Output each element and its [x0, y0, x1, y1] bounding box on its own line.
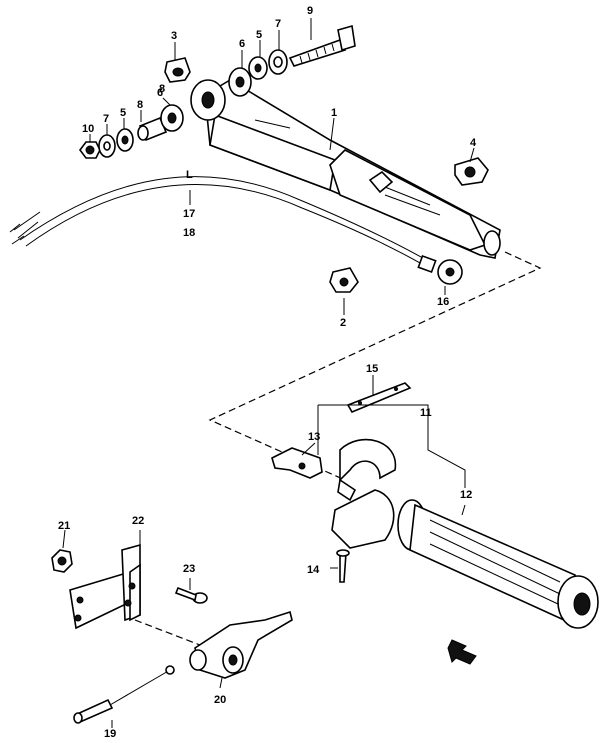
cable-length-mark: L	[186, 169, 193, 181]
callout-12: 12	[460, 489, 472, 501]
callout-14: 14	[307, 564, 320, 576]
callout-8-left: 8	[137, 99, 143, 111]
callout-8-upper: 8	[159, 83, 165, 95]
part-15-plate	[346, 382, 412, 414]
callout-9: 9	[307, 5, 313, 17]
callout-7-left: 7	[103, 113, 109, 125]
part-20-stop-lever	[189, 610, 293, 679]
part-11-12-throttle-grip	[331, 438, 599, 629]
callout-5-upper: 5	[256, 29, 262, 41]
part-7-upper-washer	[268, 49, 288, 75]
part-9-bolt	[288, 24, 356, 67]
part-13-friction-piece	[271, 447, 323, 479]
callout-17: 17	[183, 208, 195, 220]
part-1-tiller-handle	[190, 79, 501, 259]
callout-7-upper: 7	[275, 18, 281, 30]
part-7-left-washer	[98, 134, 116, 158]
part-21-nut	[51, 549, 73, 573]
part-14-screw	[336, 549, 350, 583]
callout-3: 3	[171, 30, 177, 42]
callout-15: 15	[366, 363, 378, 375]
callout-5-left: 5	[120, 107, 126, 119]
part-5-upper-washer	[248, 56, 268, 80]
callout-4: 4	[470, 137, 477, 149]
part-5-left-washer	[116, 128, 134, 152]
callout-6-left: 6	[157, 87, 163, 99]
callout-13: 13	[308, 431, 320, 443]
callout-6-upper: 6	[239, 38, 245, 50]
assembly-boundary-dashed	[208, 251, 542, 481]
callout-11: 11	[420, 407, 432, 419]
callout-20: 20	[214, 694, 226, 706]
part-10-nut	[79, 141, 101, 159]
part-22-bracket	[69, 543, 141, 630]
callout-23: 23	[183, 563, 195, 575]
part-8-collar	[137, 116, 168, 142]
part-16-grommet	[437, 259, 463, 285]
callout-18: 18	[183, 227, 195, 239]
callout-22: 22	[132, 515, 144, 527]
part-2-cable-clip	[329, 267, 359, 293]
part-3-cap	[164, 57, 191, 83]
part-17-18-throttle-cable	[9, 176, 437, 274]
callout-16: 16	[437, 296, 449, 308]
part-19-cable-end	[73, 665, 175, 724]
part-23-screw	[174, 586, 208, 604]
part-4-grommet	[454, 157, 489, 186]
callout-2: 2	[340, 317, 346, 329]
leader-lines	[62, 18, 475, 728]
part-6-upper-bushing	[228, 67, 252, 97]
part-6-left-bushing	[160, 104, 184, 132]
callout-10: 10	[82, 123, 94, 135]
front-direction-arrow-icon	[447, 639, 477, 665]
callout-labels: 9 3 8 5 7 10 7 5 8 6 6 1 4 L 17 18 2 16 …	[58, 5, 477, 740]
callout-19: 19	[104, 728, 116, 740]
callout-1: 1	[331, 107, 337, 119]
callout-21: 21	[58, 520, 70, 532]
lever-leader-dashed	[134, 619, 201, 646]
